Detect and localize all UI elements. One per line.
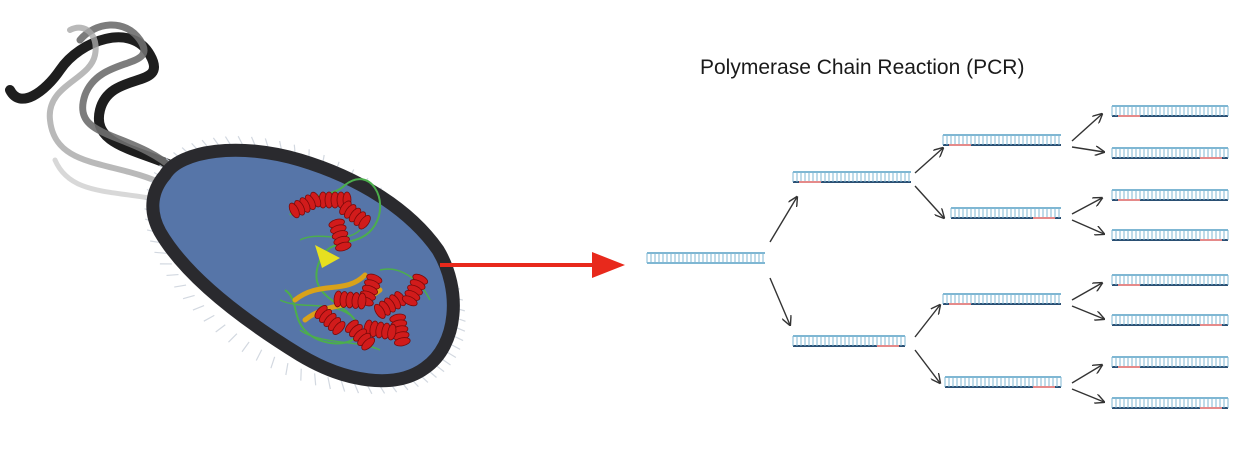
branch-arrow-icon <box>1072 220 1104 234</box>
branch-arrow-icon <box>915 186 944 218</box>
branch-arrow-icon <box>770 278 790 325</box>
dna-double-strand-icon <box>793 172 911 182</box>
branch-arrow-icon <box>1072 365 1102 383</box>
dna-double-strand-icon <box>1112 190 1228 200</box>
branch-arrow-icon <box>915 305 940 337</box>
branch-arrow-icon <box>1072 389 1104 402</box>
dna-double-strand-icon <box>1112 148 1228 158</box>
dna-double-strand-icon <box>943 135 1061 145</box>
branch-arrow-icon <box>915 148 943 173</box>
dna-double-strand-icon <box>951 208 1061 218</box>
dna-double-strand-icon <box>647 253 765 263</box>
dna-double-strand-icon <box>1112 398 1228 408</box>
dna-double-strand-icon <box>1112 357 1228 367</box>
dna-double-strand-icon <box>945 377 1061 387</box>
dna-double-strand-icon <box>1112 106 1228 116</box>
branch-arrow-icon <box>1072 114 1102 141</box>
diagram-title: Polymerase Chain Reaction (PCR) <box>700 56 1024 80</box>
branch-arrow-icon <box>915 350 940 383</box>
branch-arrow-icon <box>770 197 797 242</box>
branch-arrow-icon <box>1072 306 1104 319</box>
branch-arrow-icon <box>1072 198 1102 214</box>
branch-arrow-icon <box>1072 283 1102 300</box>
main-arrow-icon <box>440 252 625 278</box>
bacterium-icon <box>145 136 466 394</box>
dna-double-strand-icon <box>1112 315 1228 325</box>
dna-double-strand-icon <box>1112 275 1228 285</box>
branch-arrow-icon <box>1072 147 1104 152</box>
dna-double-strand-icon <box>943 294 1061 304</box>
dna-double-strand-icon <box>1112 230 1228 240</box>
pcr-tree <box>647 106 1228 408</box>
dna-double-strand-icon <box>793 336 905 346</box>
